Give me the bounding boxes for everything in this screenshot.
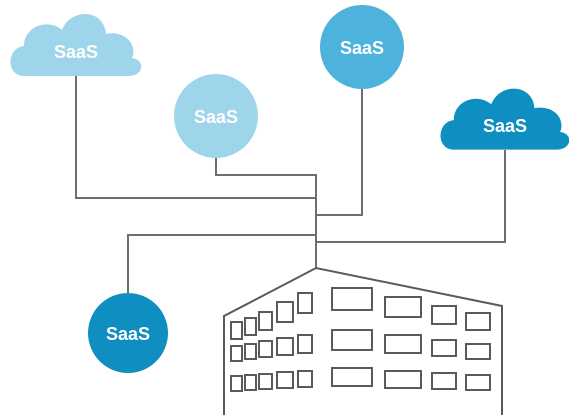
building-outline xyxy=(223,266,503,415)
building-window xyxy=(276,337,294,356)
connector-lines xyxy=(75,75,506,296)
office-building-icon xyxy=(223,266,503,415)
building-window xyxy=(331,287,373,311)
building-window xyxy=(297,370,313,388)
saas-circle xyxy=(88,293,168,373)
building-window xyxy=(244,374,257,391)
building-window xyxy=(431,339,457,357)
building-window xyxy=(276,371,294,389)
building-window xyxy=(230,345,243,362)
building-window xyxy=(258,340,273,358)
saas-label: SaaS xyxy=(194,107,238,127)
building-window xyxy=(431,305,457,325)
building-window xyxy=(230,375,243,392)
building-window xyxy=(258,311,273,331)
saas-label: SaaS xyxy=(483,116,527,136)
connector-circle-top-right xyxy=(316,85,363,216)
connector-circle-bottom-left xyxy=(127,234,316,296)
saas-circle xyxy=(174,74,258,158)
cloud-icon xyxy=(440,88,569,150)
saas-circle xyxy=(320,5,404,89)
building-window xyxy=(244,317,257,336)
building-window xyxy=(331,329,373,351)
connector-cloud-right xyxy=(316,150,506,243)
connector-cloud-top-left xyxy=(75,75,317,268)
building-window xyxy=(276,301,294,323)
building-window xyxy=(431,372,457,390)
saas-node-circle-top-right: SaaS xyxy=(320,5,404,89)
building-window xyxy=(465,312,491,331)
building-window xyxy=(384,370,422,389)
saas-label: SaaS xyxy=(54,42,98,62)
saas-node-cloud-right: SaaS xyxy=(440,88,569,150)
connector-circle-center xyxy=(215,152,317,198)
saas-node-cloud-top-left: SaaS xyxy=(10,13,142,76)
building-window xyxy=(297,292,313,314)
building-window xyxy=(258,373,273,390)
building-window xyxy=(297,334,313,354)
saas-nodes: SaaS SaaS SaaS SaaS SaaS xyxy=(10,5,569,373)
cloud-icon xyxy=(10,13,142,76)
building-window xyxy=(331,367,373,387)
saas-label: SaaS xyxy=(340,38,384,58)
saas-node-circle-bottom-left: SaaS xyxy=(88,293,168,373)
building-window xyxy=(384,296,422,318)
building-window xyxy=(384,334,422,354)
saas-label: SaaS xyxy=(106,324,150,344)
building-window xyxy=(230,321,243,340)
saas-node-circle-center: SaaS xyxy=(174,74,258,158)
building-window xyxy=(465,343,491,360)
building-window xyxy=(465,374,491,391)
building-window xyxy=(244,343,257,360)
building-windows xyxy=(230,287,491,392)
